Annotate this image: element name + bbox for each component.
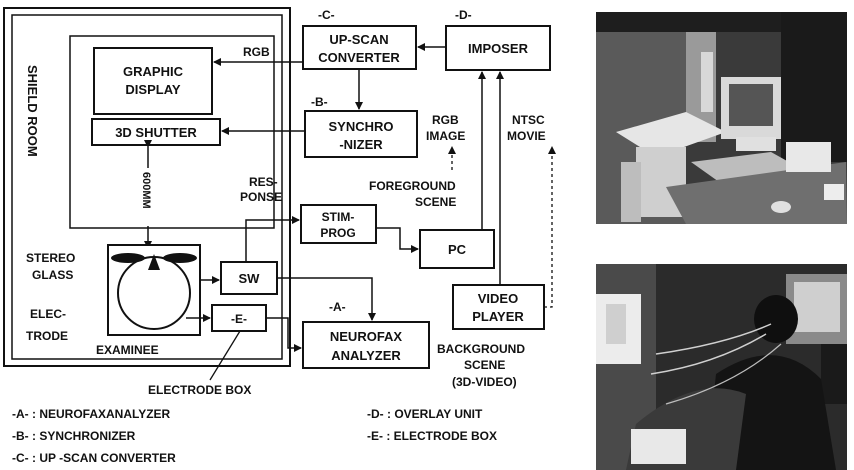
distance-label-bg — [140, 168, 156, 226]
synchronizer-line-1: SYNCHRO — [328, 119, 393, 134]
stereo-glass-left — [111, 253, 145, 263]
neurofax-tag: -A- — [329, 300, 346, 314]
neurofax-box — [302, 321, 430, 369]
legend-d: -D- : OVERLAY UNIT — [367, 407, 483, 421]
arrow-video-to-ntsc-dashed — [544, 146, 556, 308]
imposer-label: IMPOSER — [468, 41, 529, 56]
arrow-sw-to-neurofax — [277, 277, 376, 321]
stimprog-line-1: STIM- — [322, 210, 355, 224]
synchronizer-tag: -B- — [311, 95, 328, 109]
arrow-stimprog-to-pc — [376, 227, 419, 253]
shutter-box — [91, 118, 221, 146]
shield-room-outer — [3, 7, 291, 367]
display-enclosure — [69, 35, 275, 229]
ntsc-movie-line-1: NTSC — [512, 113, 545, 127]
examinee-photo — [596, 264, 847, 470]
response-line-2: PONSE — [240, 190, 282, 204]
sw-label: SW — [239, 271, 261, 286]
foreground-line-1: FOREGROUND — [369, 179, 456, 193]
foreground-line-2: SCENE — [415, 195, 456, 209]
examinee-nose — [148, 254, 160, 270]
examinee-label: EXAMINEE — [96, 343, 159, 357]
lab-setup-photo — [596, 12, 847, 224]
electrode-box-tag: -E- — [231, 312, 247, 326]
ntsc-movie-line-2: MOVIE — [507, 129, 546, 143]
graphic-display-line-1: GRAPHIC — [123, 64, 184, 79]
distance-label: 600MM — [140, 172, 152, 209]
upscan-tag: -C- — [318, 8, 335, 22]
rgb-label: RGB — [243, 45, 270, 59]
legend-c: -C- : UP -SCAN CONVERTER — [12, 451, 176, 465]
background-line-3: (3D-VIDEO) — [452, 375, 517, 389]
stereo-glass-right — [163, 253, 197, 263]
stimprog-line-2: PROG — [320, 226, 355, 240]
shutter-label: 3D SHUTTER — [115, 125, 197, 140]
synchronizer-line-2: -NIZER — [339, 137, 383, 152]
electrode-line-1: ELEC- — [30, 307, 66, 321]
upscan-line-1: UP-SCAN — [329, 32, 388, 47]
legend-a: -A- : NEUROFAXANALYZER — [12, 407, 171, 421]
imposer-tag: -D- — [455, 8, 472, 22]
graphic-display-box — [93, 47, 213, 115]
stereo-glass-line-1: STEREO — [26, 251, 75, 265]
electrode-line-2: TRODE — [26, 329, 68, 343]
arrow-electrode-box-to-neurofax — [266, 317, 302, 352]
background-line-2: SCENE — [464, 358, 505, 372]
lab-setup-photo-art — [596, 12, 847, 224]
electrode-box-label: ELECTRODE BOX — [148, 383, 251, 397]
pc-box — [419, 229, 495, 269]
arrow-sw-to-stimprog — [245, 216, 300, 262]
video-player-line-1: VIDEO — [478, 291, 518, 306]
neurofax-line-2: ANALYZER — [331, 348, 401, 363]
background-line-1: BACKGROUND — [437, 342, 525, 356]
stereo-glass-line-2: GLASS — [32, 268, 73, 282]
shield-room-label: SHIELD ROOM — [25, 65, 40, 157]
pc-label: PC — [448, 242, 467, 257]
rgb-image-line-2: IMAGE — [426, 129, 465, 143]
imposer-box — [445, 25, 551, 71]
upscan-line-2: CONVERTER — [318, 50, 400, 65]
examinee-photo-art — [596, 264, 847, 470]
synchronizer-box — [304, 110, 418, 158]
stimprog-box — [300, 204, 377, 244]
rgb-image-line-1: RGB — [432, 113, 459, 127]
neurofax-line-1: NEUROFAX — [330, 329, 403, 344]
response-line-1: RES- — [249, 175, 278, 189]
legend-e: -E- : ELECTRODE BOX — [367, 429, 497, 443]
video-player-line-2: PLAYER — [472, 309, 524, 324]
legend-b: -B- : SYNCHRONIZER — [12, 429, 136, 443]
electrode-box-leader — [209, 330, 241, 381]
shield-room-inner — [11, 14, 283, 360]
graphic-display-line-2: DISPLAY — [125, 82, 180, 97]
